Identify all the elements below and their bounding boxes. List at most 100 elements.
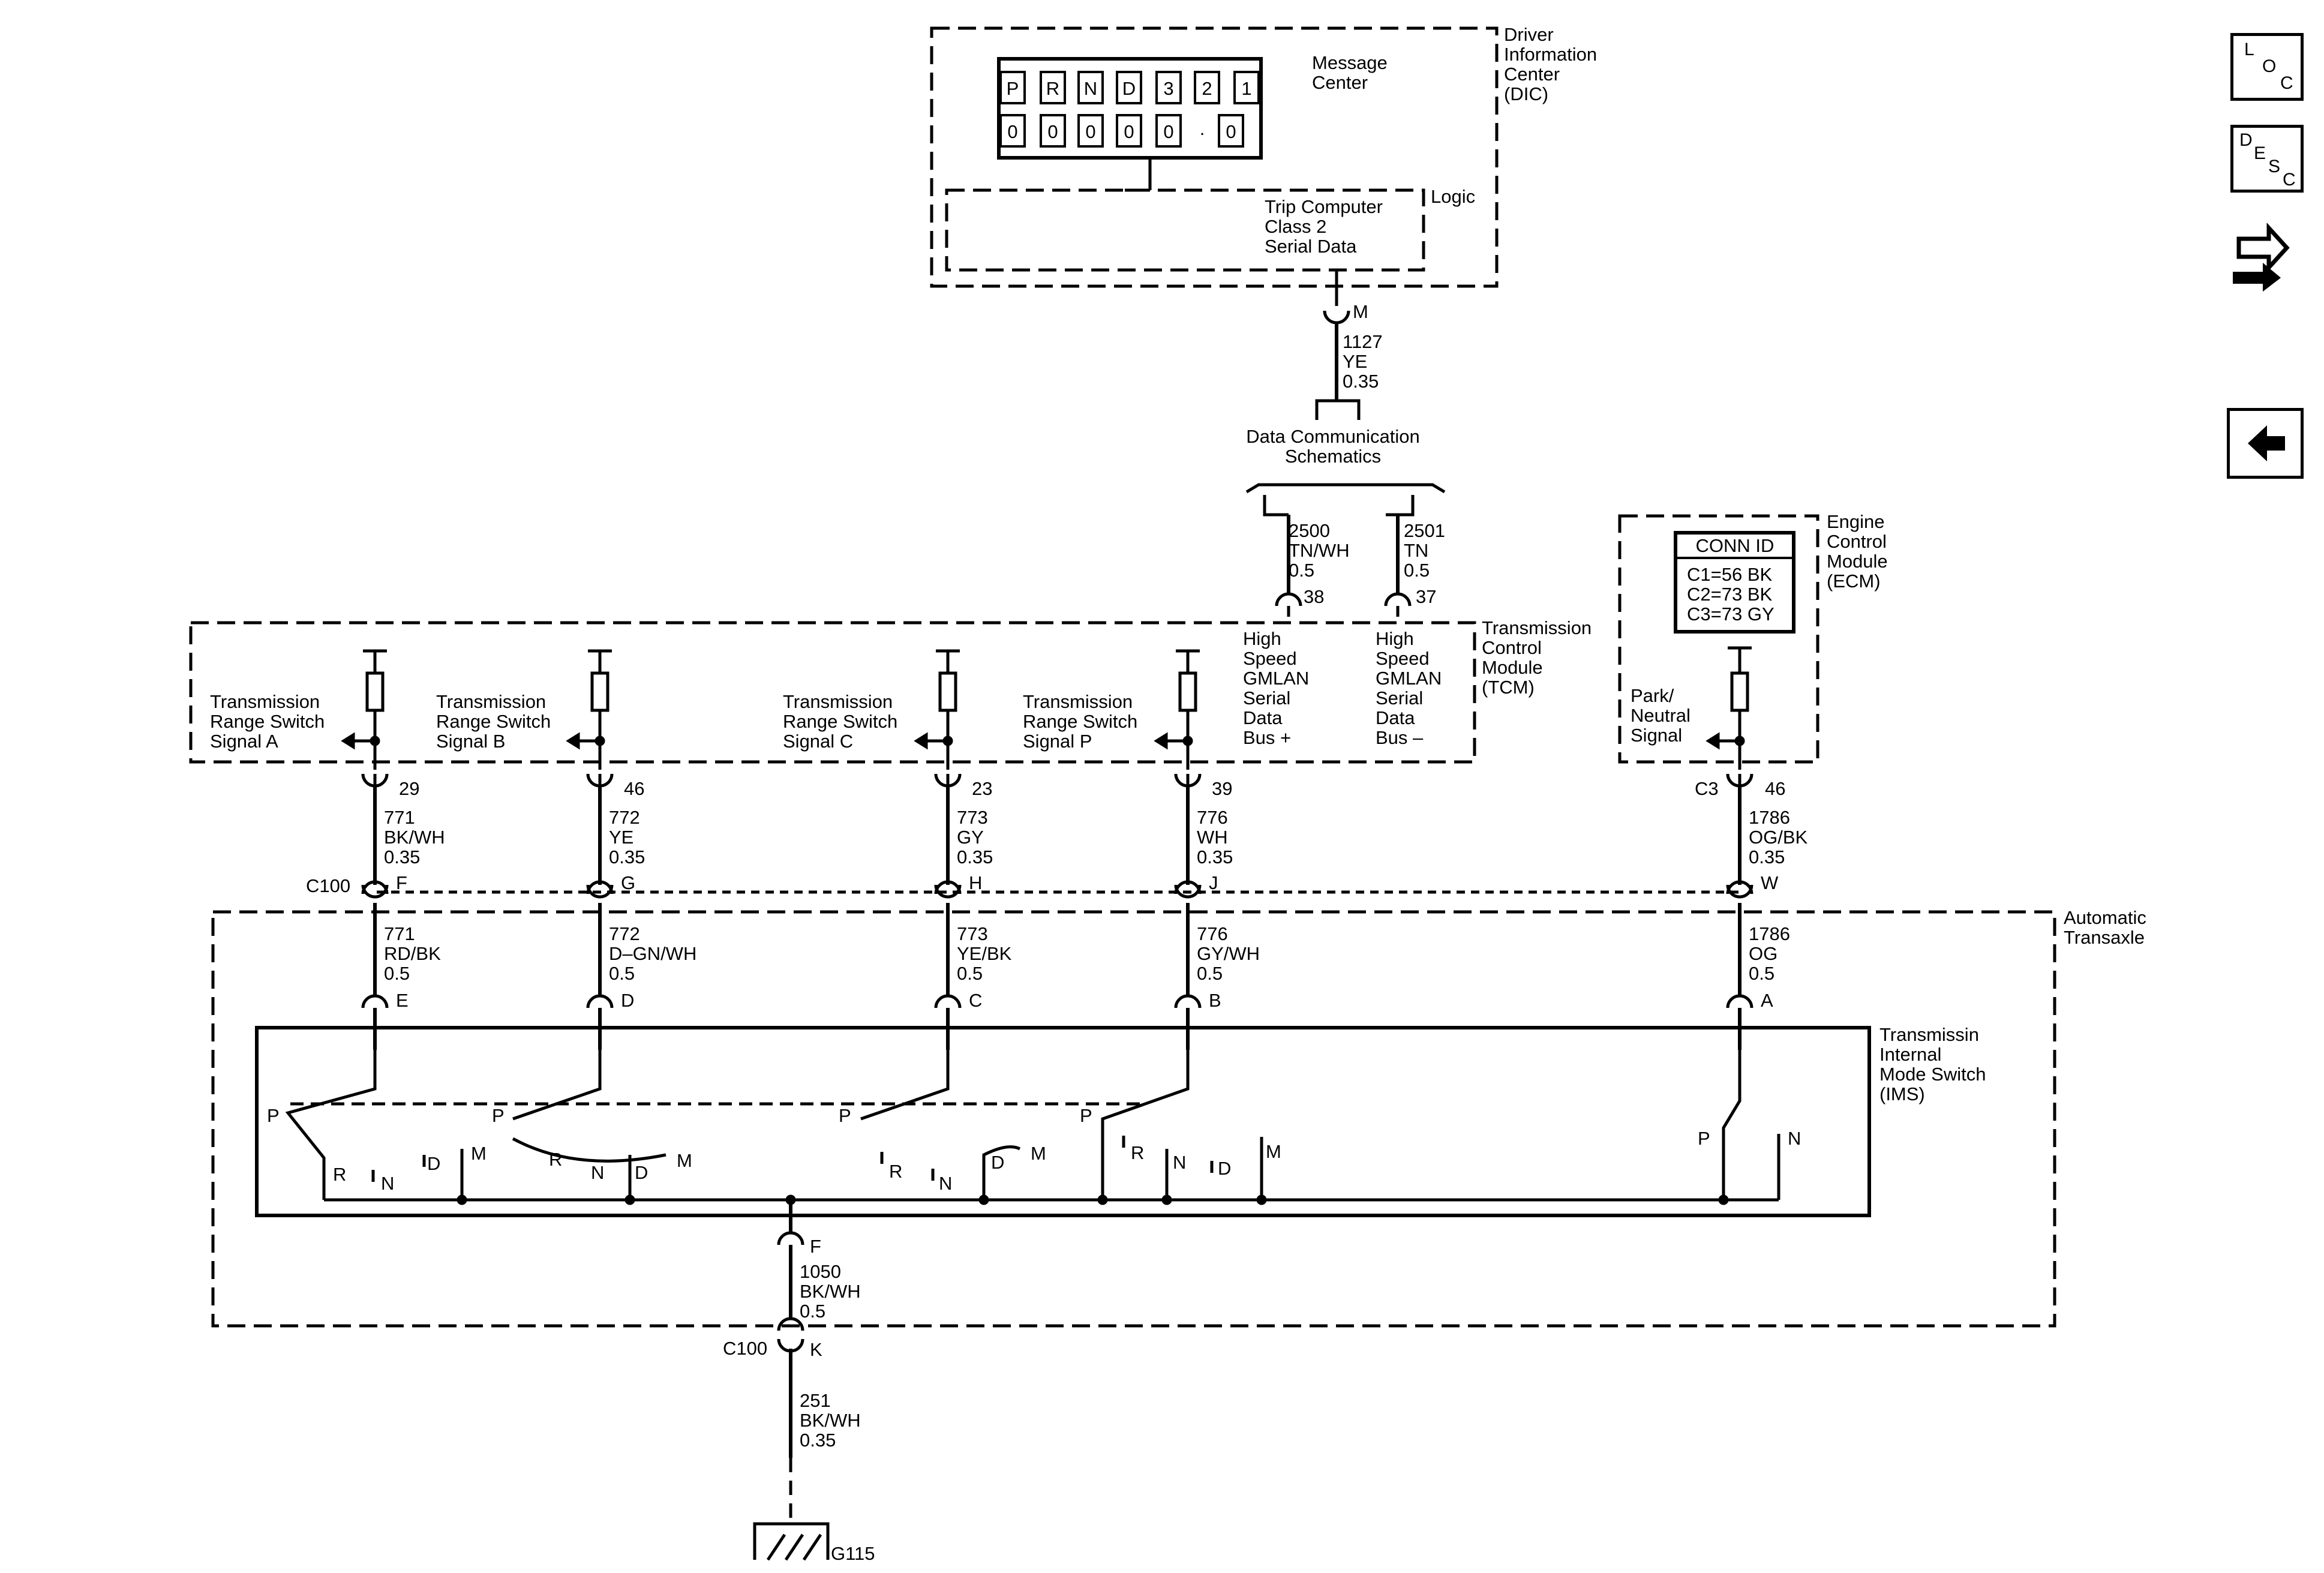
display-cell-top — [1155, 71, 1182, 104]
ecm-title-line-0: Engine — [1827, 511, 1885, 532]
switch-d-n-node — [1161, 1194, 1172, 1205]
ims-connector — [934, 994, 962, 1008]
lower-wire-label-2-line-1: YE/BK — [957, 943, 1012, 964]
park-neutral-label-line-1: Neutral — [1631, 705, 1691, 726]
bus-plus-label-line-3: Serial — [1243, 688, 1290, 709]
display-char-top: R — [1046, 78, 1059, 99]
wire-2501-line-0: 2501 — [1404, 520, 1445, 541]
c100-connector-bottom — [934, 884, 962, 899]
switch-c-label-4: M — [1031, 1143, 1046, 1164]
ims-pin-4: A — [1761, 990, 1773, 1011]
wire-1050-line-1: BK/WH — [800, 1281, 861, 1302]
switch-d-label-2: N — [1173, 1152, 1186, 1173]
connector-view-button[interactable] — [2227, 221, 2305, 293]
switch-d-m-node — [1256, 1194, 1267, 1205]
signal-label-0-line-1: Range Switch — [210, 711, 325, 732]
upper-wire-label-4-line-2: 0.35 — [1749, 846, 1785, 867]
switch-a-label-3: D — [427, 1153, 440, 1174]
switch-e-label-0: P — [1698, 1128, 1710, 1149]
c100-connector-bottom — [361, 884, 389, 899]
pullup-resistor — [938, 671, 957, 712]
conn-id-text-line-0: C1=56 BK — [1687, 564, 1773, 585]
desc-button[interactable]: D E S C — [2230, 125, 2304, 193]
bus-plus-pin: 38 — [1304, 586, 1324, 607]
signal-column — [341, 649, 389, 1050]
bus-minus-pin: 37 — [1416, 586, 1436, 607]
logic-text-line-1: Class 2 — [1265, 216, 1326, 237]
upper-wire-label-3-line-1: WH — [1197, 827, 1228, 848]
ecm-pin: 46 — [1765, 778, 1785, 799]
c100-pin-4: W — [1761, 872, 1779, 893]
signal-node — [1734, 736, 1745, 746]
switch-c-label-2: N — [939, 1173, 952, 1194]
signal-node — [1182, 736, 1193, 746]
switch-e-node — [1718, 1194, 1729, 1205]
tcm-title-line-1: Control — [1482, 637, 1542, 658]
switch-d-label-1: R — [1131, 1142, 1144, 1163]
switch-a-label-4: M — [471, 1143, 487, 1164]
pullup-resistor — [365, 671, 385, 712]
tcm-pin-1: 46 — [624, 778, 644, 799]
logic-text-line-0: Trip Computer — [1265, 196, 1383, 217]
upper-wire-label-0-line-0: 771 — [384, 807, 415, 828]
loc-letter-o: O — [2262, 56, 2277, 76]
upper-wire-label-1-line-2: 0.35 — [609, 846, 645, 867]
pullup-resistor — [590, 671, 609, 712]
display-cell-bottom — [999, 114, 1026, 148]
signal-label-2-line-1: Range Switch — [783, 711, 897, 732]
upper-wire-label-3-line-2: 0.35 — [1197, 846, 1233, 867]
display-char-bottom: 0 — [1163, 121, 1173, 142]
switch-a-label-1: R — [333, 1164, 346, 1185]
park-neutral-label-line-2: Signal — [1631, 725, 1682, 746]
switch-b-label-3: D — [635, 1162, 648, 1183]
display-cell-top — [1194, 71, 1220, 104]
logic-box — [945, 188, 1425, 272]
signal-column — [914, 649, 962, 1050]
c100-label: C100 — [306, 875, 350, 896]
signal-label-3-line-0: Transmission — [1023, 691, 1133, 712]
c100-ground-label: C100 — [723, 1338, 767, 1359]
dic-title-line-1: Information — [1504, 44, 1597, 65]
display-decimal: . — [1200, 118, 1205, 139]
signal-node — [942, 736, 953, 746]
lower-wire-label-0-line-0: 771 — [384, 923, 415, 944]
signal-node — [594, 736, 605, 746]
loc-button[interactable]: L O C — [2230, 33, 2304, 101]
ims-pin-2: C — [969, 990, 982, 1011]
tcm-title-line-2: Module — [1482, 657, 1543, 678]
ims-connector — [586, 994, 614, 1008]
wire-2500-line-0: 2500 — [1289, 520, 1330, 541]
ims-connector — [361, 994, 389, 1008]
lower-wire-label-1-line-1: D–GN/WH — [609, 943, 696, 964]
signal-arrow — [341, 732, 355, 750]
conn-id-text-line-1: C2=73 BK — [1687, 584, 1773, 605]
desc-letter-e: E — [2254, 143, 2266, 163]
upper-wire-label-2-line-1: GY — [957, 827, 984, 848]
switch-c-label-3: D — [991, 1152, 1004, 1173]
bus-minus-label-line-2: GMLAN — [1376, 668, 1442, 689]
switch-e-label-1: N — [1788, 1128, 1801, 1149]
display-cell-top — [1077, 71, 1104, 104]
lower-wire-label-1-line-2: 0.5 — [609, 963, 635, 984]
transaxle-title-line-0: Automatic — [2064, 907, 2146, 928]
upper-wire-label-2-line-0: 773 — [957, 807, 988, 828]
upper-wire-label-4-line-0: 1786 — [1749, 807, 1790, 828]
back-button[interactable] — [2227, 408, 2304, 479]
tcm-pin-0: 29 — [399, 778, 419, 799]
display-char-bottom: 0 — [1047, 121, 1058, 142]
wire-2500-line-2: 0.5 — [1289, 560, 1314, 581]
tcm-title-line-0: Transmission — [1482, 617, 1592, 638]
dic-title-line-3: (DIC) — [1504, 83, 1548, 104]
tcm-box — [189, 621, 1476, 764]
lower-wire-label-0-line-1: RD/BK — [384, 943, 441, 964]
lower-wire-label-2-line-2: 0.5 — [957, 963, 983, 984]
lower-wire-label-4-line-0: 1786 — [1749, 923, 1790, 944]
display-cell-top — [999, 71, 1026, 104]
loc-letter-c: C — [2280, 73, 2293, 93]
display-char-top: N — [1084, 78, 1097, 99]
wire-2501-line-1: TN — [1404, 540, 1428, 561]
signal-label-3-line-2: Signal P — [1023, 731, 1092, 752]
switch-d-label-4: M — [1266, 1141, 1281, 1162]
c100-ground-pin: K — [810, 1339, 822, 1360]
